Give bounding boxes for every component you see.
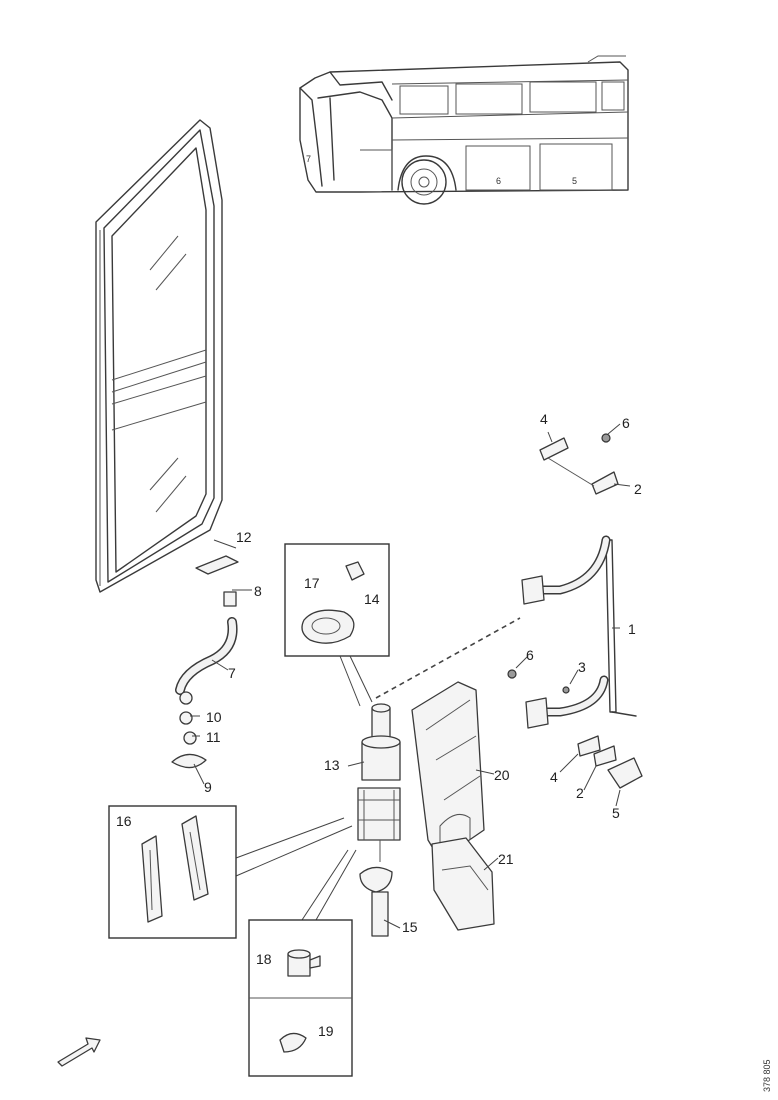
callout-8: 8 [254, 583, 262, 599]
callout-13: 13 [324, 757, 340, 773]
callout-4b: 4 [550, 769, 558, 785]
bus-illustration: 6 5 7 [299, 55, 629, 205]
callout-16: 16 [116, 813, 132, 829]
callout-17: 17 [304, 575, 320, 591]
callout-5: 5 [612, 805, 620, 821]
svg-text:6: 6 [496, 176, 501, 186]
svg-text:7: 7 [306, 154, 311, 164]
forward-arrow-icon [57, 1037, 101, 1067]
detail-box-pump-parts [248, 919, 353, 1077]
callout-18: 18 [256, 951, 272, 967]
callout-12: 12 [236, 529, 252, 545]
callout-6b: 6 [526, 647, 534, 663]
drawing-reference: 378 805 [762, 1059, 772, 1092]
callout-1: 1 [628, 621, 636, 637]
windscreen-frame [95, 119, 223, 593]
callout-11: 11 [206, 729, 221, 745]
callout-2b: 2 [576, 785, 584, 801]
callout-19: 19 [318, 1023, 334, 1039]
callout-9: 9 [204, 779, 212, 795]
callout-14: 14 [364, 591, 380, 607]
callout-10: 10 [206, 709, 222, 725]
svg-text:5: 5 [572, 176, 577, 186]
washer-pipe-assembly [375, 433, 643, 789]
detail-box-bracket [108, 805, 237, 939]
callout-21: 21 [498, 851, 514, 867]
callout-2a: 2 [634, 481, 642, 497]
callout-4a: 4 [540, 411, 548, 427]
detail-box-filter [284, 543, 390, 707]
callout-labels: 1 2 2 3 4 4 5 6 6 7 8 9 10 11 12 13 14 1… [116, 411, 642, 1039]
washer-hose-assembly [171, 555, 239, 769]
callout-3: 3 [578, 659, 586, 675]
callout-20: 20 [494, 767, 510, 783]
callout-6a: 6 [622, 415, 630, 431]
leader-lines [190, 423, 631, 929]
callout-15: 15 [402, 919, 418, 935]
callout-7: 7 [228, 665, 236, 681]
washer-pump-reservoir [357, 681, 495, 937]
